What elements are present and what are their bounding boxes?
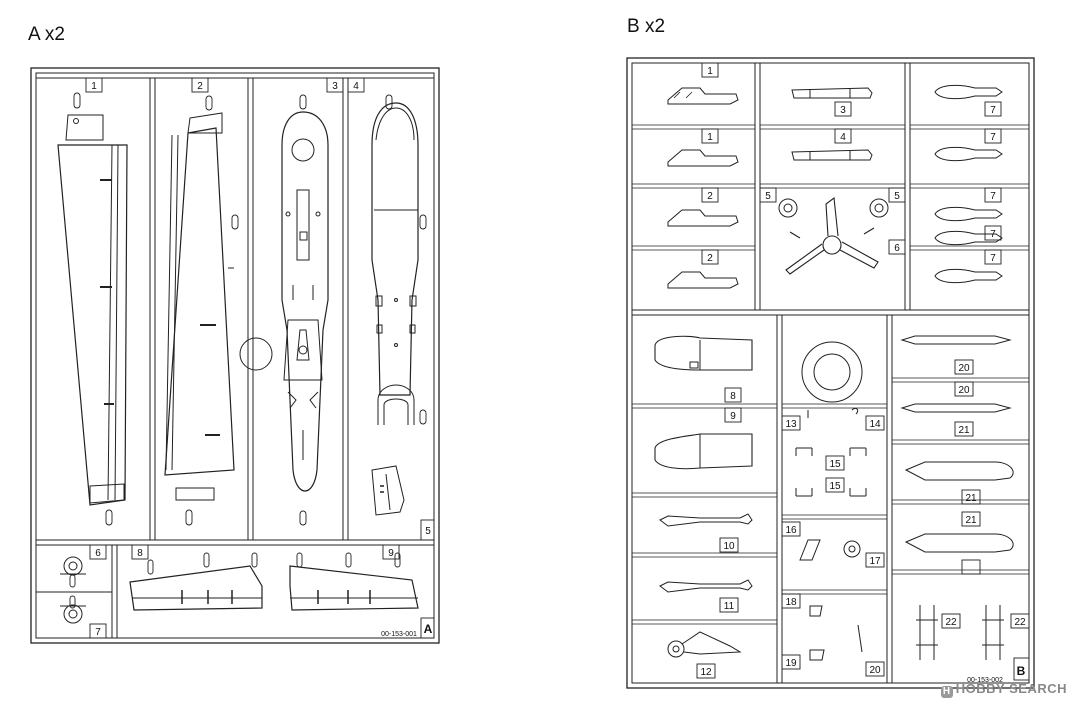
part-label-b7-3: 7 [990,191,996,202]
part-label-a8: 8 [137,548,143,559]
sheet-b-title: B x2 [627,16,666,37]
part-label-b22: 22 [945,617,957,628]
part-label-b19: 19 [785,658,797,669]
sprue-b-frame-outer [626,57,1035,689]
part-a4-fuselage-bottom [371,102,419,425]
part-b16-bracket [799,539,821,561]
hobby-search-logo-icon: H [940,686,953,698]
part-b21-droptanks [904,461,1014,553]
part-b9-cowling [654,433,753,470]
part-b20-pin [857,624,863,653]
part-label-b6: 6 [894,243,900,254]
part-label-a7: 7 [95,627,101,638]
part-label-a5: 5 [425,526,431,537]
sheet-a-title: A x2 [28,24,65,45]
sprue-sheet-a: 1 2 3 4 5 6 7 8 9 A 00-153-001 [30,67,440,644]
part-label-b13: 13 [785,419,797,430]
part-a3-fuselage-top [281,111,329,492]
part-b12-tailwheel [667,631,742,658]
part-label-b20: 20 [869,665,881,676]
part-a9-tailplane-right [289,565,419,611]
sheet-a-code: 00-153-001 [381,631,417,638]
part-label-b21: 21 [958,425,970,436]
part-b2-bracket-2 [667,271,739,289]
part-label-b17: 17 [869,556,881,567]
part-label-b5-2: 5 [894,191,900,202]
part-b6-propeller [785,196,879,275]
part-b15-fittings [795,447,867,497]
part-label-b5: 5 [765,191,771,202]
part-label-b15: 15 [829,459,841,470]
watermark-text: HOBBY SEARCH [955,681,1067,696]
part-b22-racks [916,605,1004,660]
part-label-b1-2: 1 [707,132,713,143]
part-b11-strut [659,579,753,593]
sheet-b-letter: B [1017,664,1026,678]
part-label-b18: 18 [785,597,797,608]
part-label-b7-4: 7 [990,229,996,240]
part-label-b11: 11 [724,601,735,612]
part-a5-tail-fin [371,465,405,516]
part-label-b20-2: 20 [958,363,970,374]
part-b17-hub [843,540,861,558]
part-a1-wing-left [57,114,128,506]
part-a8-tailplane-left [129,565,263,611]
part-a2-wing-right [164,112,235,501]
part-label-b8: 8 [730,391,736,402]
part-label-b7-2: 7 [990,132,996,143]
part-b7-bombs [934,84,1003,284]
part-label-b12: 12 [700,667,712,678]
part-label-b21-3: 21 [965,515,977,526]
part-b1-bracket-2 [667,149,739,167]
part-label-b4: 4 [840,132,846,143]
part-label-b14: 14 [869,419,881,430]
part-label-b2: 2 [707,191,713,202]
part-label-b7-5: 7 [990,253,996,264]
part-label-b10: 10 [723,541,735,552]
sprue-b-frame-inner [631,62,1030,684]
part-label-b9: 9 [730,411,736,422]
part-label-b7: 7 [990,105,996,116]
part-a7-wheel [60,604,86,624]
part-b1-bracket [667,87,739,105]
part-b8-cowling [654,335,753,371]
part-label-b1: 1 [707,66,713,77]
part-b18-fitting [809,605,823,617]
part-a-round-disc [239,337,273,371]
part-label-a3: 3 [332,81,338,92]
part-b14-hook [851,407,859,415]
part-label-a9: 9 [388,548,394,559]
part-label-b21-2: 21 [965,493,977,504]
part-label-b16: 16 [785,525,797,536]
part-b5-spinner-left [778,198,798,218]
part-label-b15-2: 15 [829,481,841,492]
part-b2-bracket [667,209,739,227]
sprue-sheet-b: 1 1 2 2 3 4 5 5 6 7 7 7 7 7 8 9 10 11 12… [626,57,1035,689]
sheet-a-letter: A [424,622,433,636]
part-label-b22-2: 22 [1014,617,1026,628]
part-a6-wheel [60,556,86,576]
part-b20-rockets [900,335,1012,413]
part-label-b20-3: 20 [958,385,970,396]
part-b5-spinner-right [869,198,889,218]
part-b19-fitting [809,649,825,661]
sprue-a-frame-outer [30,67,440,644]
part-label-a4: 4 [353,81,359,92]
part-label-b2-2: 2 [707,253,713,264]
part-label-b3: 3 [840,105,846,116]
part-b-round-disc [801,341,863,403]
part-label-a1: 1 [91,81,97,92]
part-label-a2: 2 [197,81,203,92]
part-b10-strut [659,513,753,527]
sheet-b-code: 00-153-002 [967,677,1003,684]
sprue-a-frame-inner [35,72,435,639]
part-b3-rail [791,87,873,99]
part-b4-rail [791,149,873,161]
part-label-a6: 6 [95,548,101,559]
